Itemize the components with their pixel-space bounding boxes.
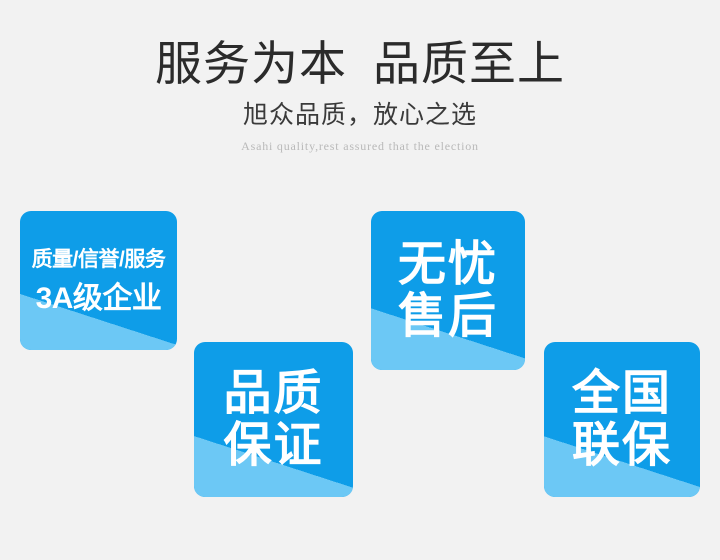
card-3a-enterprise: 质量/信誉/服务 3A级企业 (20, 211, 177, 350)
card-quality-guarantee-line-2: 保证 (223, 418, 324, 472)
headline-left: 服务为本 (155, 37, 347, 90)
page-title: 服务为本品质至上 (0, 0, 720, 91)
card-3a-enterprise-text: 质量/信誉/服务 3A级企业 (20, 211, 177, 350)
card-nationwide-warranty-line-2: 联保 (571, 418, 672, 472)
card-quality-guarantee-line-1: 品质 (223, 366, 324, 420)
banner-header: 服务为本品质至上 旭众品质，放心之选 Asahi quality,rest as… (0, 0, 720, 154)
subtitle: 旭众品质，放心之选 (242, 101, 477, 130)
card-worry-free-after-sales: 无忧 售后 (371, 211, 525, 370)
card-worry-free-after-sales-line-1: 无忧 (397, 237, 498, 291)
headline-right: 品质至上 (373, 37, 565, 90)
card-quality-guarantee-text: 品质 保证 (194, 342, 353, 497)
card-3a-enterprise-headline: 3A级企业 (35, 282, 162, 316)
card-worry-free-after-sales-line-2: 售后 (397, 289, 498, 343)
english-tagline: Asahi quality,rest assured that the elec… (241, 139, 479, 154)
card-quality-guarantee: 品质 保证 (194, 342, 353, 497)
card-worry-free-after-sales-text: 无忧 售后 (371, 211, 525, 370)
card-nationwide-warranty-text: 全国 联保 (544, 342, 700, 497)
card-3a-enterprise-subline: 质量/信誉/服务 (31, 248, 166, 272)
card-nationwide-warranty-line-1: 全国 (571, 366, 672, 420)
card-nationwide-warranty: 全国 联保 (544, 342, 700, 497)
